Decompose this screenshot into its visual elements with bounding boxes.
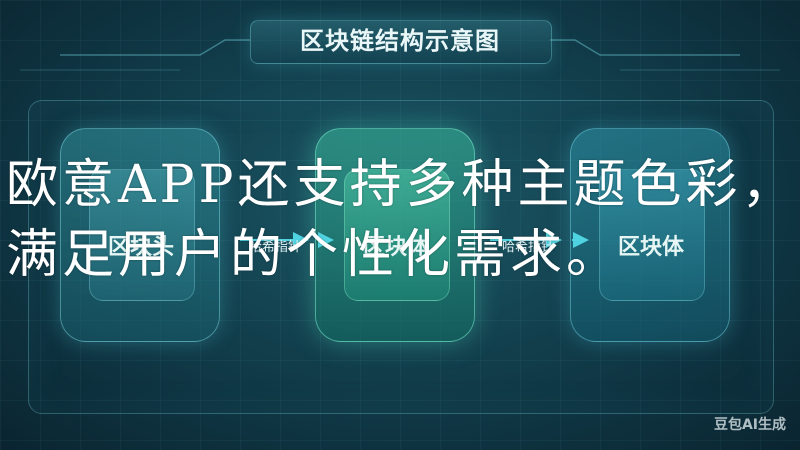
title-decoration: [20, 39, 780, 71]
watermark: 豆包AI生成: [713, 417, 786, 433]
arrow-2-label: 哈希指针: [501, 240, 554, 255]
block-body-2: 区块体: [570, 128, 730, 342]
block-body-1-label: 区块体: [362, 235, 429, 260]
title-panel: [250, 20, 552, 64]
block-body-2-label: 区块体: [617, 235, 684, 260]
block-header: 区块头: [60, 128, 220, 342]
block-body-2-inner: [599, 169, 705, 301]
overlay-text: 欧意APP还支持多种主题色彩，满足用户的个性化需求。: [6, 155, 798, 285]
block-header-label: 区块头: [107, 235, 174, 260]
block-body-1: 区块体: [315, 128, 475, 342]
block-body-1-inner: [344, 169, 450, 301]
diagram-title: 区块链结构示意图: [300, 27, 500, 55]
block-header-inner: [89, 169, 195, 301]
arrow-1-label: 哈希指针: [248, 240, 301, 255]
diagram-frame: [28, 100, 774, 414]
